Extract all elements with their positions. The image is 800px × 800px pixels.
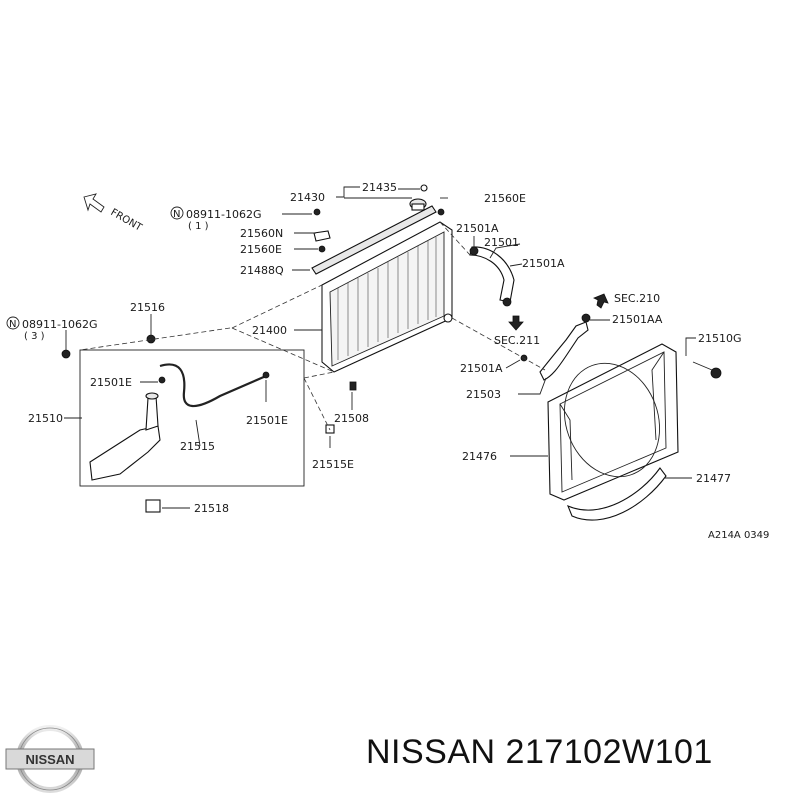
label-21510: 21510 — [28, 412, 63, 425]
label-21435: 21435 — [362, 181, 397, 194]
cap-seal — [420, 184, 428, 192]
bracket-21518 — [145, 499, 161, 513]
label-21501E-right: 21501E — [246, 414, 288, 427]
radiator-upper-seal — [311, 205, 437, 275]
label-21430: 21430 — [290, 191, 325, 204]
arrow-down-icon — [508, 315, 524, 331]
svg-text:N: N — [173, 209, 180, 220]
label-21515E: 21515E — [312, 458, 354, 471]
label-21501A-right: 21501A — [522, 257, 565, 270]
label-21488Q: 21488Q — [240, 264, 284, 277]
reservoir-tank — [89, 392, 161, 481]
brand-footer: NISSAN NISSAN 217102W101 — [0, 715, 800, 800]
label-bolt-left: 08911-1062G — [22, 318, 97, 331]
label-21560E-top: 21560E — [484, 192, 526, 205]
label-sec210: SEC.210 — [614, 292, 660, 305]
label-21476: 21476 — [462, 450, 497, 463]
front-label: FRONT — [109, 207, 145, 234]
label-21510G: 21510G — [698, 332, 742, 345]
label-21501A-top: 21501A — [456, 222, 499, 235]
lower-hose — [520, 313, 591, 381]
nissan-logo: NISSAN — [5, 725, 95, 793]
nut-symbol-icon: N — [6, 316, 20, 330]
label-21501AA: 21501AA — [612, 313, 663, 326]
label-21515: 21515 — [180, 440, 215, 453]
fan-shroud — [547, 343, 679, 501]
label-21516: 21516 — [130, 301, 165, 314]
arrow-up-icon — [593, 293, 609, 309]
label-21508: 21508 — [334, 412, 369, 425]
label-21400: 21400 — [252, 324, 287, 337]
label-21560N: 21560N — [240, 227, 283, 240]
callout-labels: 21430 21435 21560E N 08911-1062G ( 1 ) 2… — [6, 181, 769, 541]
label-bolt-top-qty: ( 1 ) — [188, 221, 209, 232]
label-21501E-left: 21501E — [90, 376, 132, 389]
lower-shroud — [566, 467, 667, 521]
clip-icon — [313, 208, 321, 216]
nut-symbol-icon: N — [170, 206, 184, 220]
leader-lines — [64, 186, 696, 509]
reservoir-hose — [159, 363, 267, 408]
label-21501A-bottom: 21501A — [460, 362, 503, 375]
label-21518: 21518 — [194, 502, 229, 515]
label-21477: 21477 — [696, 472, 731, 485]
svg-text:N: N — [9, 319, 16, 330]
upper-hose — [469, 246, 515, 307]
shroud-bolt — [692, 361, 722, 379]
bolt-icon — [61, 349, 71, 359]
label-21560E-left: 21560E — [240, 243, 282, 256]
logo-wordmark: NISSAN — [25, 752, 74, 767]
label-bolt-top: 08911-1062G — [186, 208, 261, 221]
label-sec211: SEC.211 — [494, 334, 540, 347]
upper-bracket — [313, 230, 331, 242]
radiator-core — [321, 221, 453, 373]
front-arrow: FRONT — [83, 193, 145, 234]
drain-plug — [349, 381, 357, 391]
part-number-title: NISSAN 217102W101 — [366, 733, 713, 771]
radiator-cap — [409, 198, 427, 211]
label-21503: 21503 — [466, 388, 501, 401]
label-bolt-left-qty: ( 3 ) — [24, 331, 45, 342]
label-21501: 21501 — [484, 236, 519, 249]
ref-code: A214A 0349 — [708, 530, 769, 541]
